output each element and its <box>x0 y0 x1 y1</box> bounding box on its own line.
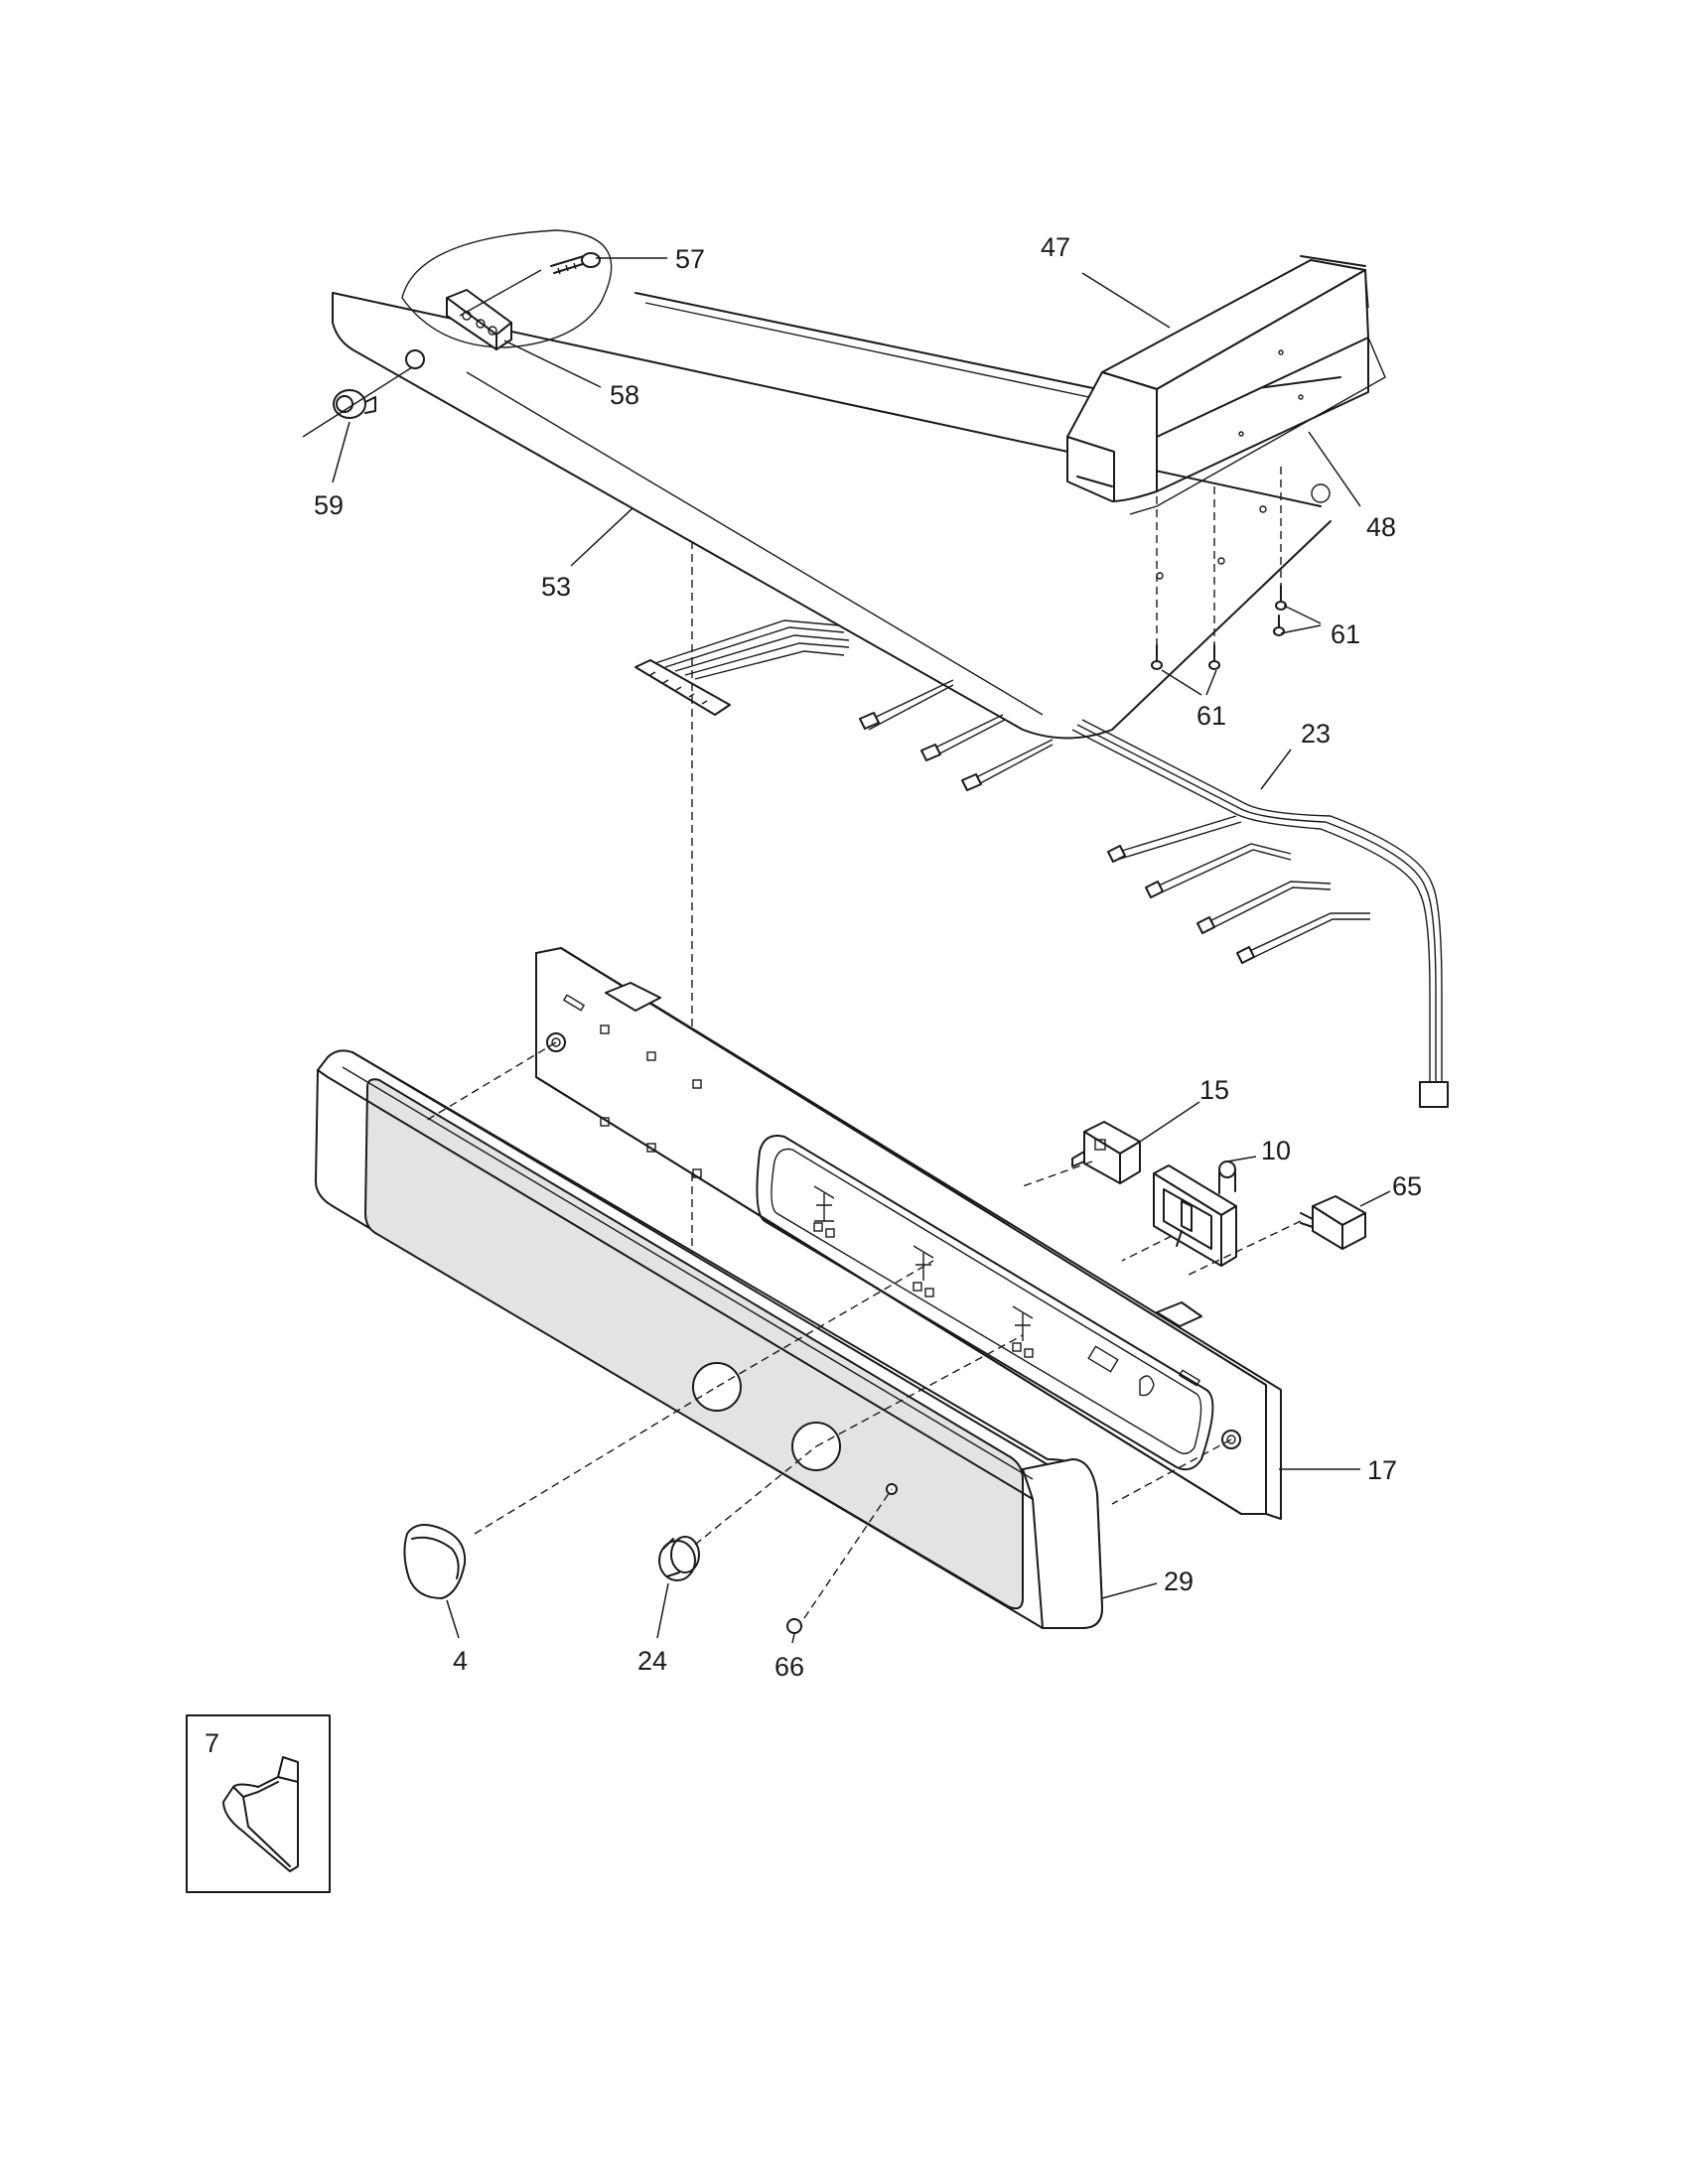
callout-48: 48 <box>1366 512 1396 542</box>
axis-line-59 <box>302 366 413 438</box>
callout-59: 59 <box>314 490 344 520</box>
screw-61-b <box>1208 644 1220 670</box>
knob-4 <box>403 1524 467 1599</box>
cap-nut-59 <box>333 389 376 419</box>
clip-7-inset <box>186 1714 331 1893</box>
screw-axis-lines <box>1156 467 1282 645</box>
callout-10: 10 <box>1261 1136 1291 1165</box>
wiring-harness-23 <box>634 619 1449 1108</box>
selector-switch-15 <box>1071 1121 1141 1184</box>
bushing-24 <box>658 1536 700 1581</box>
callout-47: 47 <box>1041 232 1070 262</box>
assembly-dashed-lines <box>423 1041 1302 1619</box>
control-box-47 <box>1066 255 1386 515</box>
bracket-58 <box>446 289 512 350</box>
mounting-holes <box>600 1024 702 1178</box>
callout-15: 15 <box>1199 1075 1229 1105</box>
relay-65 <box>1300 1195 1366 1250</box>
control-panel-17 <box>535 947 1282 1520</box>
callout-24: 24 <box>637 1646 667 1676</box>
callout-29: 29 <box>1164 1567 1194 1596</box>
callout-58: 58 <box>610 380 639 410</box>
callout-66: 66 <box>774 1652 804 1682</box>
leader-lines <box>332 257 1391 1644</box>
callout-4: 4 <box>453 1646 468 1676</box>
screw-61-c <box>1275 585 1287 611</box>
button-66 <box>786 1618 802 1634</box>
screw-61-a <box>1151 644 1163 670</box>
callout-53: 53 <box>541 572 571 602</box>
callout-7: 7 <box>205 1728 219 1758</box>
control-switch-10 <box>1153 1160 1237 1267</box>
callout-23: 23 <box>1301 719 1331 749</box>
callout-65: 65 <box>1392 1171 1422 1201</box>
callout-17: 17 <box>1367 1455 1397 1485</box>
callout-61-bottom: 61 <box>1196 701 1226 731</box>
screw-57 <box>550 252 601 275</box>
callout-labels: 57 47 58 59 48 53 61 61 23 15 10 65 17 2… <box>205 232 1422 1758</box>
detail-highlight <box>401 229 613 348</box>
callout-61-right: 61 <box>1331 619 1360 649</box>
axis-line-57 <box>459 269 542 317</box>
control-symbols <box>813 1185 1155 1397</box>
callout-57: 57 <box>675 244 705 274</box>
